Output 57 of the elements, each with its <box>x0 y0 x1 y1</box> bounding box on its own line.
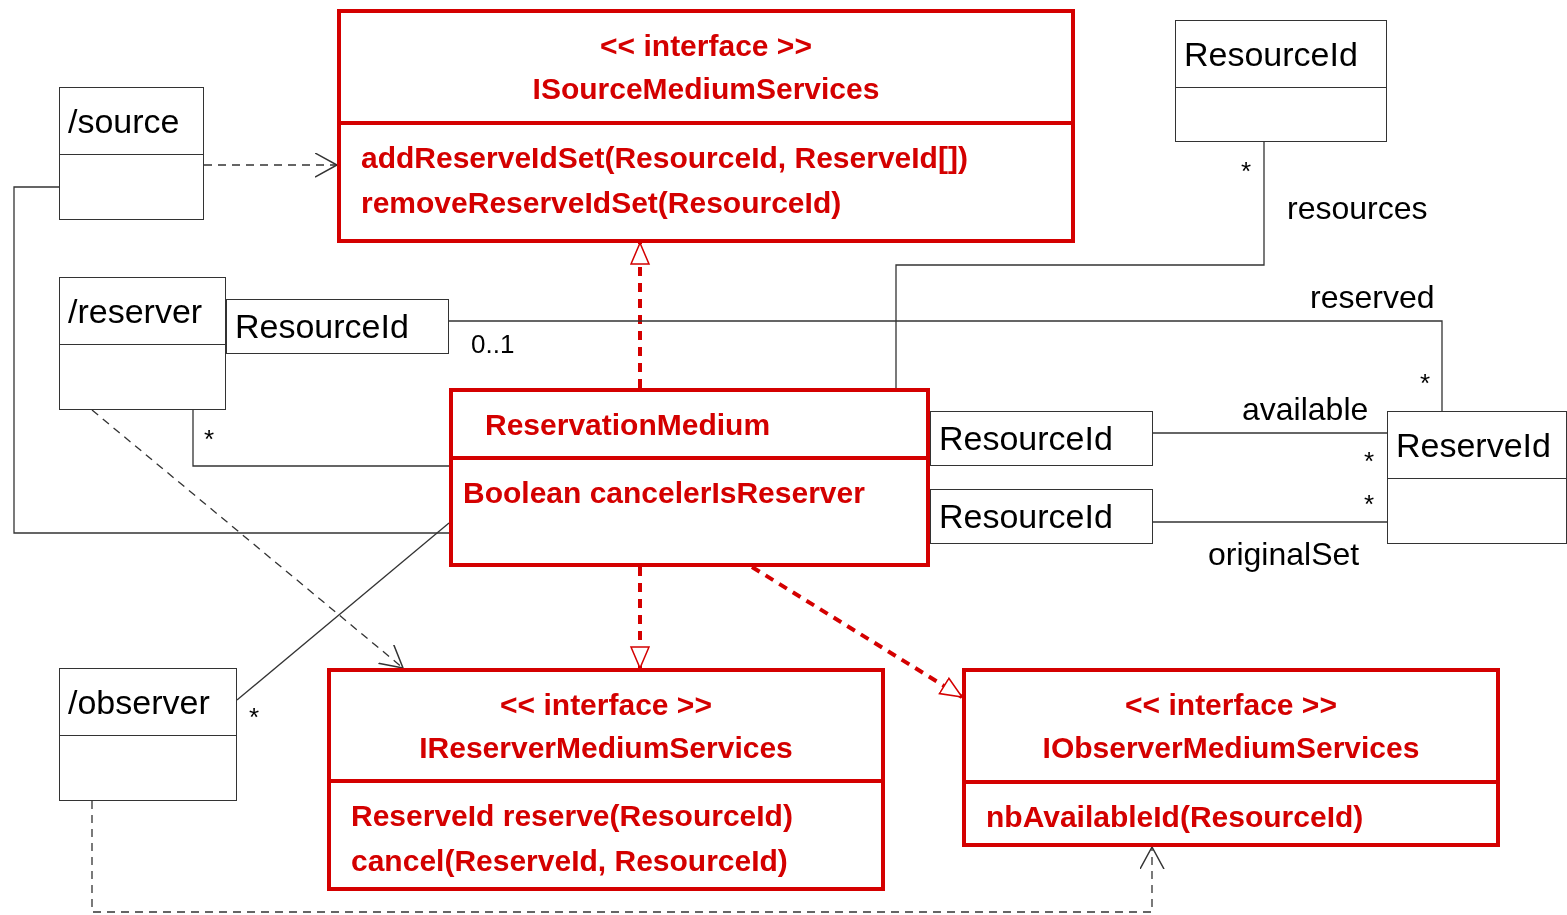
class-name: ResourceId <box>1184 34 1358 74</box>
interface-box <box>962 668 1500 847</box>
class-box <box>1175 20 1387 142</box>
realization-arrow <box>630 242 650 388</box>
multiplicity-label: * <box>1241 156 1252 187</box>
role-label: reserved <box>1310 279 1435 316</box>
class-name: ResourceId <box>939 497 1113 536</box>
qualifier-box <box>930 411 1153 466</box>
class-box <box>1387 411 1567 544</box>
association-line <box>236 522 450 701</box>
class-name: /source <box>68 101 180 141</box>
qualifier-box <box>930 489 1153 544</box>
multiplicity-label: * <box>249 702 260 733</box>
operation-text: addReserveIdSet(ResourceId, ReserveId[]) <box>361 140 969 176</box>
association-line <box>1152 521 1388 523</box>
class-name: /reserver <box>68 291 203 331</box>
class-name: ResourceId <box>939 419 1113 458</box>
class-name: IObserverMediumServices <box>1042 730 1420 766</box>
multiplicity-label: * <box>1364 489 1375 520</box>
class-box <box>59 277 226 410</box>
association-line <box>1152 432 1388 434</box>
class-box <box>59 668 237 801</box>
role-label: available <box>1242 391 1369 428</box>
dependency-arrow <box>91 409 404 669</box>
class-name: ISourceMediumServices <box>532 71 880 107</box>
class-name: IReserverMediumServices <box>419 729 793 766</box>
attribute-text: Boolean cancelerIsReserver <box>463 475 866 511</box>
stereotype-label: << interface >> <box>1125 687 1337 723</box>
class-box <box>449 388 930 567</box>
association-line <box>895 141 1265 389</box>
multiplicity-label: 0..1 <box>471 329 515 360</box>
realization-arrow <box>750 565 964 699</box>
operation-text: removeReserveIdSet(ResourceId) <box>361 185 843 221</box>
class-name: ResourceId <box>235 307 409 346</box>
multiplicity-label: * <box>204 424 215 455</box>
class-name: /observer <box>68 682 210 722</box>
realization-arrow <box>630 567 650 669</box>
role-label: resources <box>1287 190 1428 227</box>
class-name: ReserveId <box>1396 425 1551 465</box>
association-line <box>13 186 450 534</box>
association-line <box>192 409 450 467</box>
stereotype-label: << interface >> <box>600 28 812 64</box>
multiplicity-label: * <box>1364 446 1375 477</box>
stereotype-label: << interface >> <box>500 686 712 723</box>
operation-text: cancel(ReserveId, ResourceId) <box>351 843 789 879</box>
class-box <box>59 87 204 220</box>
operation-text: nbAvailableId(ResourceId) <box>986 799 1365 835</box>
dependency-arrow <box>91 800 1165 913</box>
association-line <box>448 320 1443 412</box>
interface-box <box>327 668 885 891</box>
multiplicity-label: * <box>1420 368 1431 399</box>
interface-box <box>337 9 1075 243</box>
operation-text: ReserveId reserve(ResourceId) <box>351 798 794 834</box>
qualifier-box <box>226 299 449 354</box>
class-name: ReservationMedium <box>485 406 771 443</box>
dependency-arrow <box>203 152 338 178</box>
role-label: originalSet <box>1208 536 1360 573</box>
